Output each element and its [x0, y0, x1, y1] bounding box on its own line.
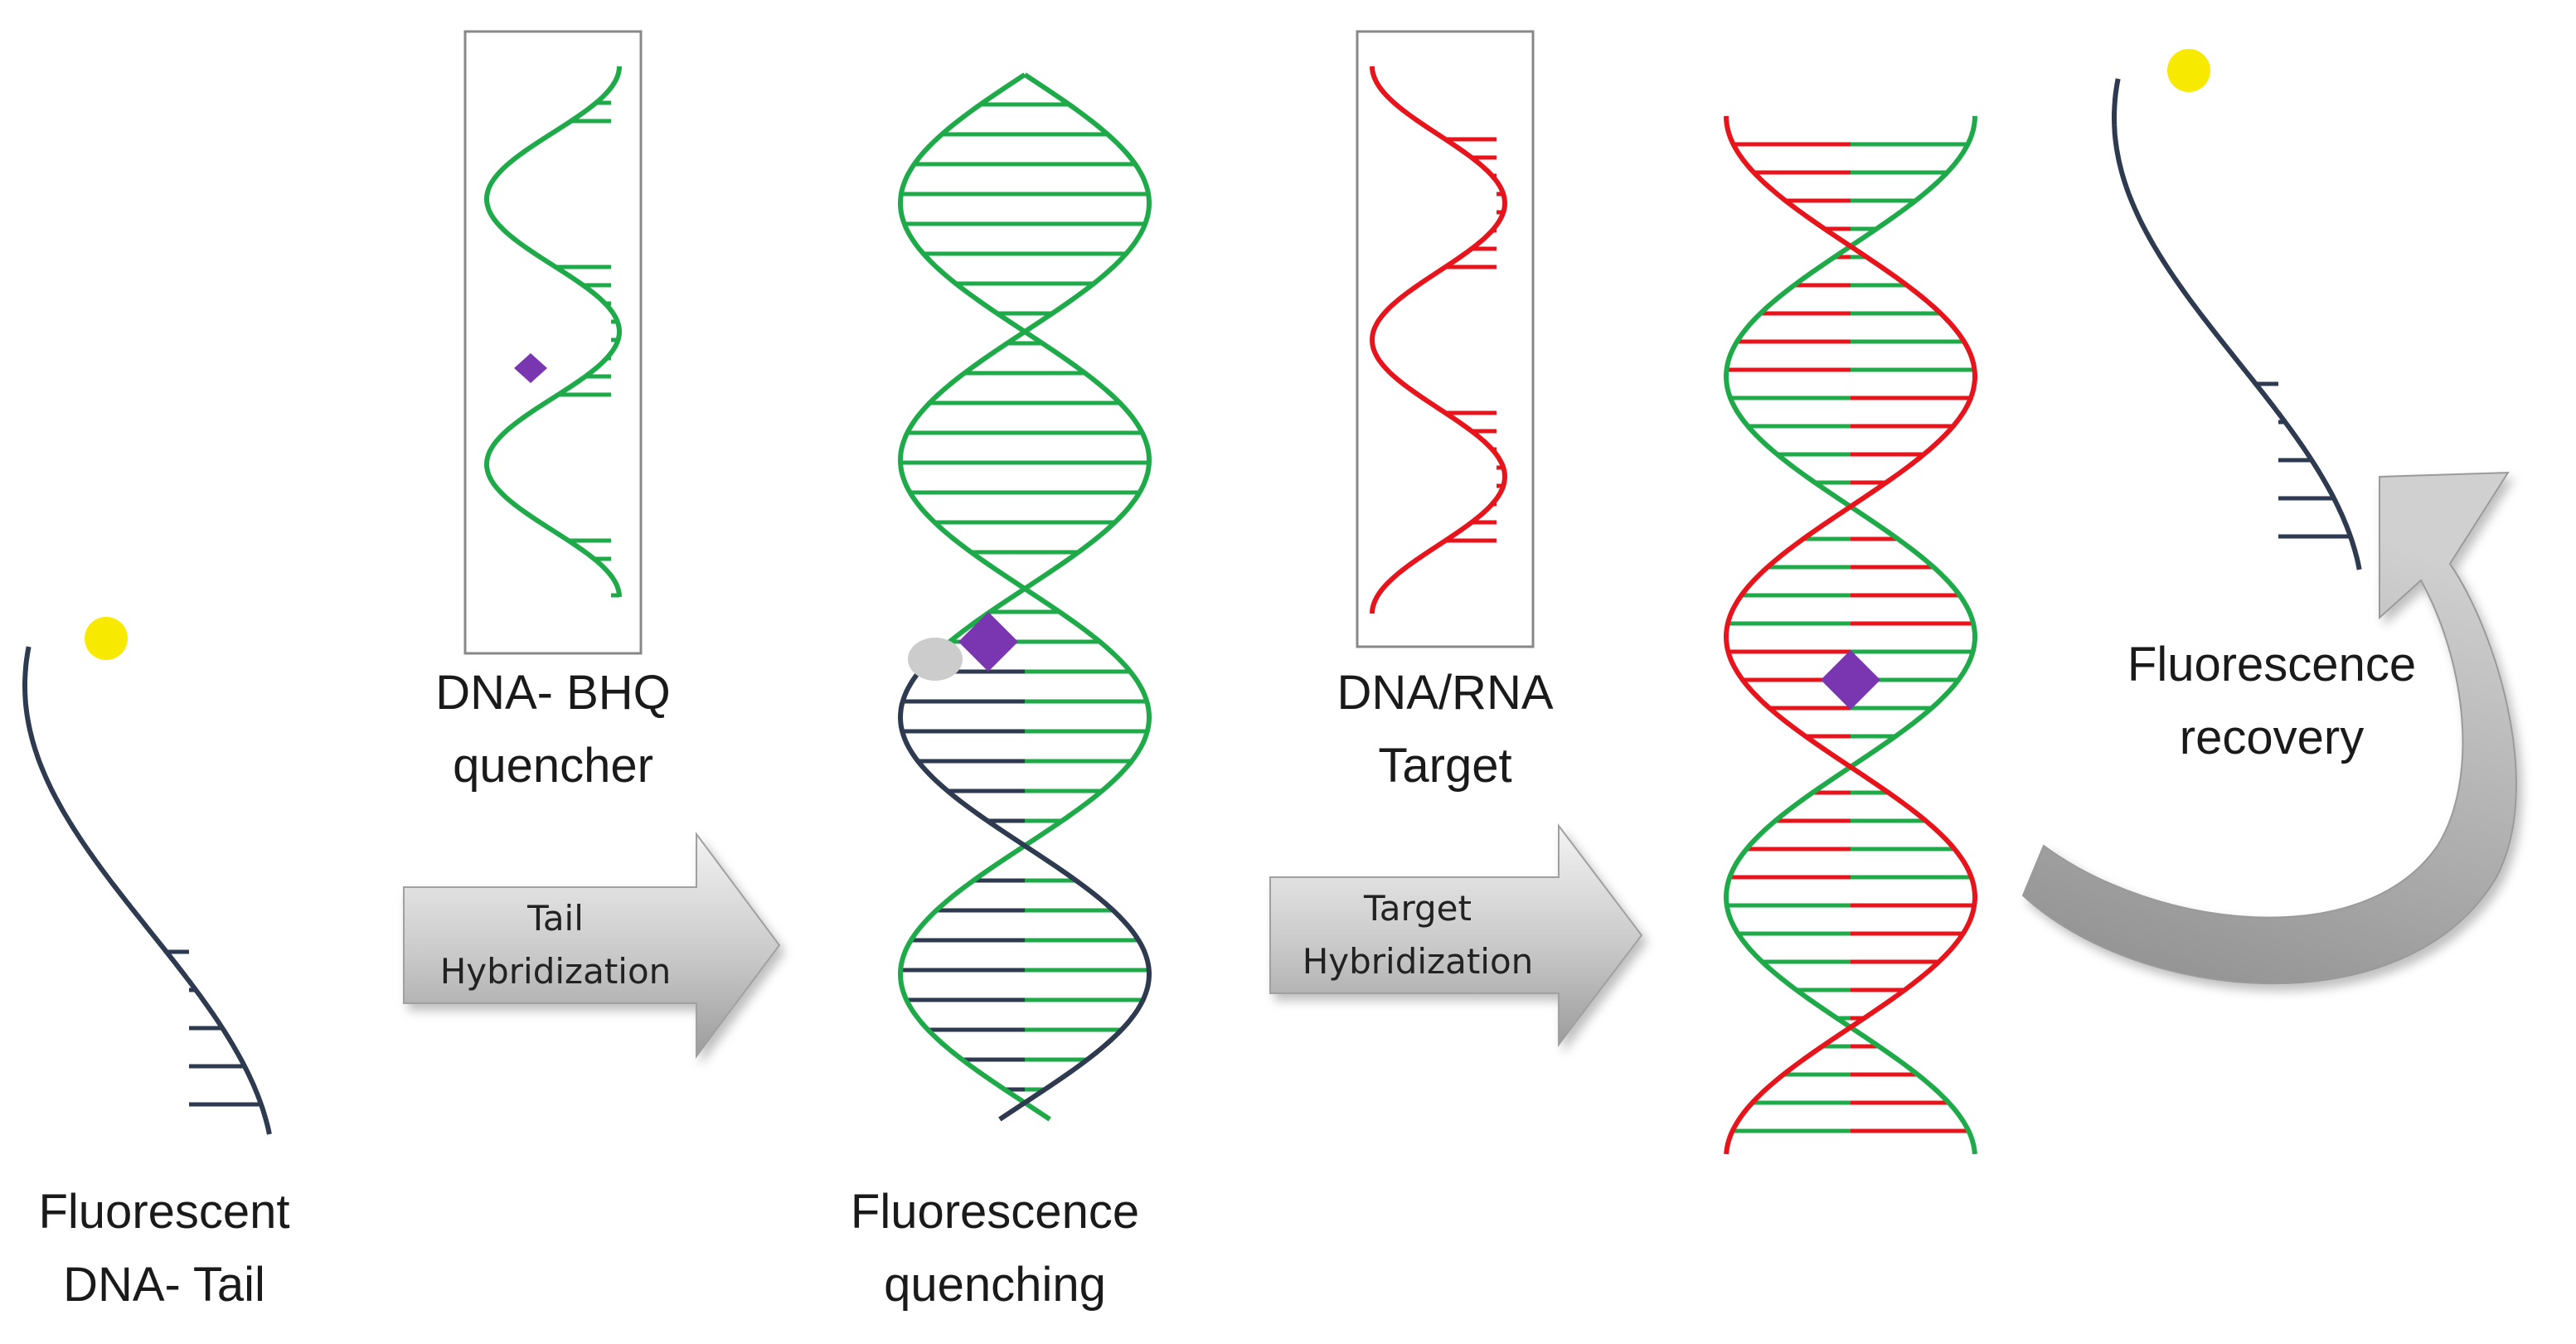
label-line: Fluorescence — [2127, 638, 2417, 691]
quenched-duplex-helix — [897, 72, 1152, 1122]
helix-backbone — [897, 653, 1152, 1122]
dna-bhq-quencher-strand — [483, 66, 623, 598]
arrow-text-line: Hybridization — [1302, 941, 1534, 982]
strand-backbone — [22, 646, 272, 1135]
dna-rna-target-label: DNA/RNA Target — [1296, 657, 1594, 803]
quenched-fluorophore-dot — [908, 638, 963, 681]
strand-backbone — [483, 66, 623, 598]
dna-rna-target-strand — [1370, 66, 1508, 614]
helix-backbone — [897, 72, 1152, 1122]
helix-backbone — [1724, 115, 1978, 1155]
fluorophore-dot-recovered — [2167, 49, 2210, 92]
target-duplex-helix — [1723, 115, 1978, 1155]
arrow-text-line: Target — [1364, 888, 1472, 929]
recovered-dna-tail-strand — [2112, 78, 2362, 570]
quencher-diamond-target — [1821, 650, 1880, 710]
arrow-text-line: Tail — [527, 898, 584, 939]
label-line: Fluorescent — [38, 1185, 290, 1239]
strand-backbone — [2112, 78, 2362, 570]
fluorescent-dna-tail-strand — [22, 646, 272, 1135]
quencher-diamond-small — [514, 353, 547, 383]
quencher-frame — [463, 30, 643, 655]
target-hybridization-text: Target Hybridization — [1285, 882, 1550, 988]
label-line: Target — [1378, 739, 1512, 793]
arrow-text-line: Hybridization — [439, 951, 672, 992]
recovery-curved-arrow — [2021, 471, 2517, 985]
tail-hybridization-arrow — [403, 831, 781, 1060]
label-line: quencher — [453, 739, 653, 793]
label-line: DNA- Tail — [63, 1258, 265, 1312]
label-line: DNA- BHQ — [435, 666, 671, 720]
fluorescence-recovery-label: Fluorescence recovery — [2106, 628, 2438, 774]
label-line: quenching — [884, 1258, 1106, 1312]
fluorophore-dot — [85, 617, 128, 660]
quencher-diamond-quenching — [958, 612, 1018, 672]
fluorescence-quenching-label: Fluorescence quenching — [829, 1176, 1161, 1322]
helix-backbone — [897, 72, 1152, 657]
label-line: recovery — [2179, 711, 2365, 764]
helix-backbone — [1723, 115, 1977, 1155]
dna-bhq-quencher-label: DNA- BHQ quencher — [404, 657, 702, 803]
fluorescent-dna-tail-label: Fluorescent DNA- Tail — [15, 1176, 313, 1322]
label-line: Fluorescence — [850, 1185, 1140, 1239]
label-line: DNA/RNA — [1337, 666, 1554, 720]
target-frame — [1356, 30, 1535, 648]
target-hybridization-arrow — [1269, 823, 1643, 1047]
tail-hybridization-text: Tail Hybridization — [423, 892, 688, 998]
strand-backbone — [1370, 66, 1508, 614]
